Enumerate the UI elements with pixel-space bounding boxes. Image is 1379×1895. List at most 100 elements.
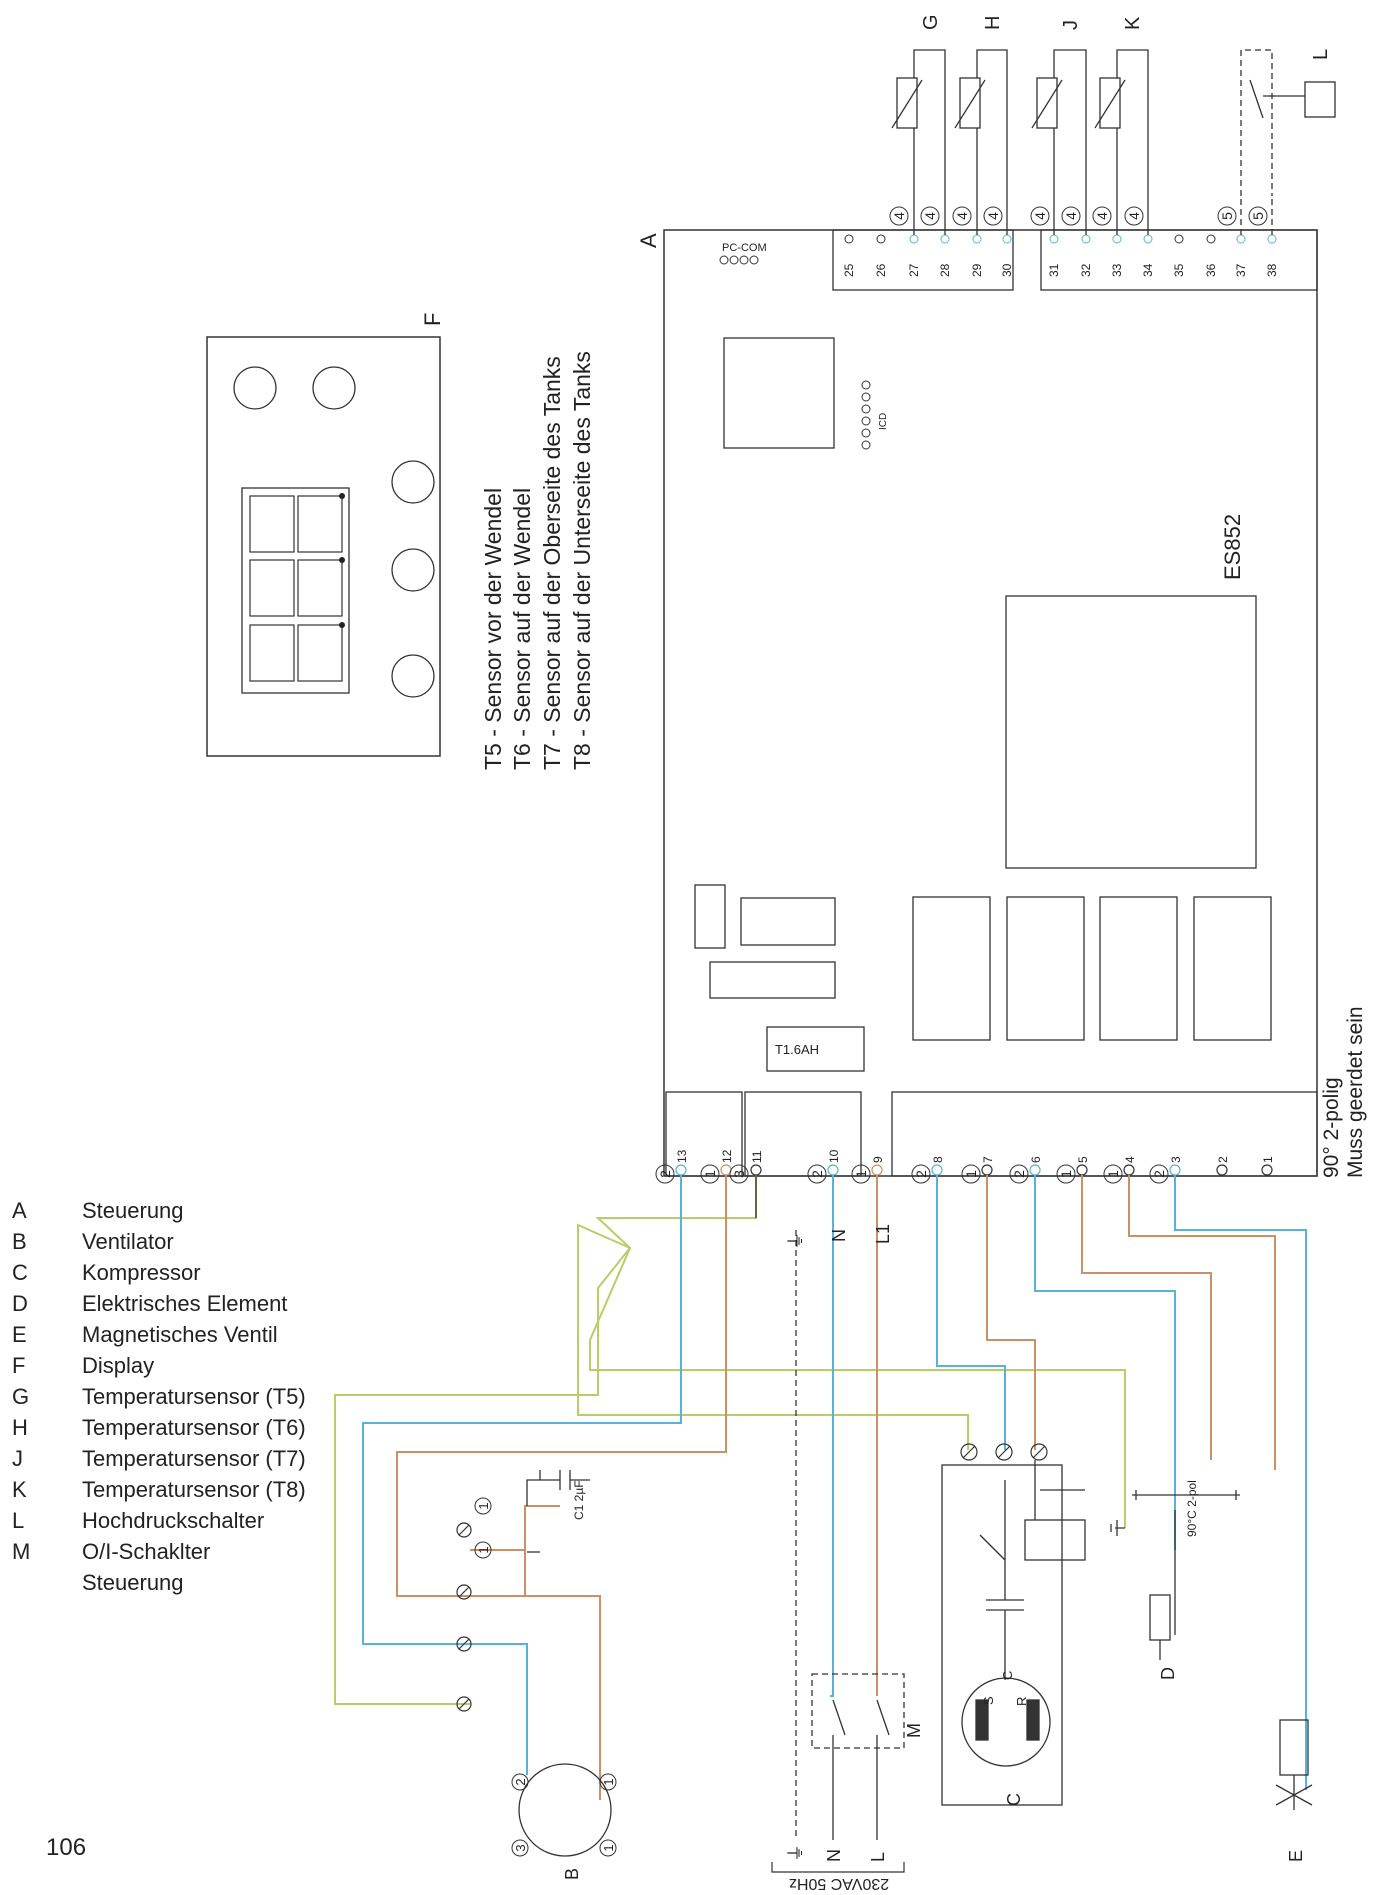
terminal-10: 10 [827,1149,841,1163]
sensor-letters: G H J K [920,14,1144,30]
supply-l-bottom: L [868,1852,888,1862]
sensor-note-t6: T6 - Sensor auf der Wendel [509,488,535,770]
marker: 1 [601,1844,616,1851]
legend-text: Steuerung [82,1198,184,1223]
terminal-25: 25 [842,263,856,277]
fan-label: B [562,1868,582,1880]
marker: 1 [1105,1170,1121,1178]
terminal-34: 34 [1141,263,1155,277]
terminal-28: 28 [938,263,952,277]
legend-key: L [12,1508,25,1533]
sensor-label-j: J [1060,20,1082,30]
marker: 5 [1250,212,1266,220]
marker: 5 [1219,212,1235,220]
terminal-8: 8 [931,1156,945,1163]
terminal-36: 36 [1204,263,1218,277]
terminal-26: 26 [874,263,888,277]
terminal-35: 35 [1172,263,1186,277]
board-label: A [636,233,661,248]
marker: 2 [513,1778,528,1785]
heater-label: D [1158,1667,1178,1680]
main-switch [811,1673,905,1840]
legend-text: Display [82,1353,155,1378]
compressor-s: S [981,1696,996,1705]
legend-key: E [12,1322,27,1347]
compressor-r: R [1014,1697,1029,1706]
legend-text: Temperatursensor (T6) [82,1415,306,1440]
board-model: ES852 [1220,514,1245,580]
ground-note-1: 90° 2-polig [1320,1077,1343,1178]
legend-key: A [12,1198,27,1223]
wires [334,1175,1307,1800]
supply-caption: 230VAC 50Hz [789,1875,889,1892]
fuse-label: T1.6AH [775,1042,819,1057]
supply-n-bottom: N [824,1849,844,1862]
ground-note-2: Muss geerdet sein [1344,1006,1367,1178]
ground-symbol: ⏚ [786,1232,806,1250]
terminal-31: 31 [1047,263,1061,277]
compressor [941,1460,1086,1806]
page-number: 106 [46,1834,87,1861]
legend-row: A Steuerung [12,1195,312,1226]
fan-markers: 1 1 2 1 3 1 [474,1497,617,1857]
legend-text: Elektrisches Element [82,1291,288,1316]
marker: 1 [702,1170,718,1178]
terminal-13: 13 [675,1149,689,1163]
sensor-label-h: H [982,16,1004,30]
legend-text: Hochdruckschalter [82,1508,265,1533]
terminal-3: 3 [1169,1156,1183,1163]
legend-row: H Temperatursensor (T6) [12,1412,312,1443]
legend-key: B [12,1229,27,1254]
display-panel: F [206,313,445,757]
legend-key: H [12,1415,28,1440]
supply-labels: ⏚ N L1 ⏚ N L 230VAC 50Hz [786,1224,893,1892]
legend-key: J [12,1446,23,1471]
terminal-12: 12 [720,1149,734,1163]
sensor-note-t8: T8 - Sensor auf der Unterseite des Tanks [569,351,595,770]
marker: 4 [985,212,1001,220]
switch-label: L [1310,49,1332,60]
supply-l1: L1 [873,1224,893,1244]
pressure-switch [1240,49,1336,235]
marker: 2 [809,1170,825,1178]
marker: 4 [922,212,938,220]
terminal-1: 1 [1261,1156,1275,1163]
marker: 1 [601,1778,616,1785]
capacitor-label: C1 2µF [572,1480,586,1520]
legend-key: G [12,1384,30,1409]
pc-com-label: PC-COM [722,242,767,254]
sensor-label-k: K [1122,16,1144,30]
terminal-32: 32 [1079,263,1093,277]
legend-row: J Temperatursensor (T7) [12,1443,312,1474]
sensor-notes: T5 - Sensor vor der Wendel T6 - Sensor a… [480,351,595,770]
valve [1275,1719,1313,1810]
compressor-c: C [1000,1671,1015,1680]
terminal-30: 30 [1000,263,1014,277]
marker: 1 [476,1502,491,1509]
top-wire-markers: 4 4 4 4 4 4 4 4 5 5 [889,206,1268,226]
top-terminals: 25 26 27 28 29 30 31 32 33 34 35 36 37 3… [842,263,1279,277]
marker: 2 [1011,1170,1027,1178]
heater [1110,1490,1240,1660]
temperature-sensors [891,49,1149,235]
legend-key: F [12,1353,26,1378]
fan-motor [518,1470,612,1857]
compressor-label: C [1004,1793,1024,1806]
terminal-5: 5 [1076,1156,1090,1163]
marker: 4 [1126,212,1142,220]
sensor-note-t5: T5 - Sensor vor der Wendel [480,488,506,770]
terminal-29: 29 [970,263,984,277]
display-label: F [420,313,445,326]
terminal-37: 37 [1234,263,1248,277]
marker: 2 [657,1170,673,1178]
marker: 4 [954,212,970,220]
legend-text: Temperatursensor (T7) [82,1446,306,1471]
marker: 1 [963,1170,979,1178]
